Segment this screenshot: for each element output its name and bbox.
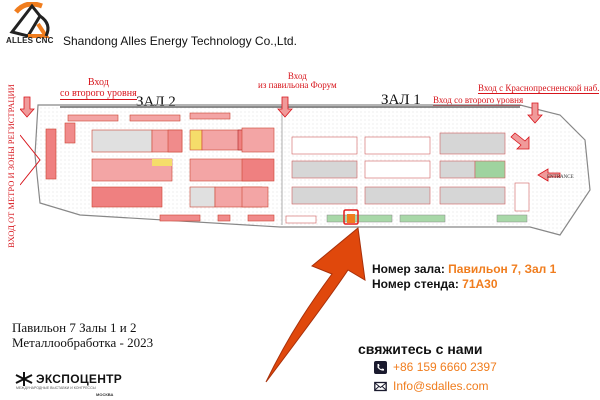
side-entrance-label: ВХОД ОТ МЕТРО И ЗОНЫ РЕГИСТРАЦИИ xyxy=(6,84,16,248)
email-address[interactable]: Info@sdalles.com xyxy=(393,379,489,393)
phone-icon xyxy=(374,360,387,374)
company-name: Shandong Alles Energy Technology Co.,Ltd… xyxy=(63,34,297,48)
alles-cnc-logo-icon xyxy=(9,2,50,38)
organizer-subtitle: МЕЖДУНАРОДНЫЕ ВЫСТАВКИ И КОНГРЕССЫ xyxy=(16,386,96,390)
contact-phone[interactable]: +86 159 6660 2397 xyxy=(374,360,497,374)
stand-info: Номер зала: Павильон 7, Зал 1 Номер стен… xyxy=(372,262,556,292)
contact-email[interactable]: Info@sdalles.com xyxy=(374,379,489,393)
event-title: Павильон 7 Залы 1 и 2 Металлообработка -… xyxy=(12,320,154,350)
highlighted-stand-71a30 xyxy=(347,214,355,223)
logo-text: ALLES CNC xyxy=(6,36,54,45)
hall-1-stands xyxy=(285,132,530,224)
hall-number-value: Павильон 7, Зал 1 xyxy=(448,262,557,276)
organizer-city: МОСКВА xyxy=(96,392,114,397)
hall-number-label: Номер зала: xyxy=(372,262,445,276)
highlighted-stand-frame xyxy=(343,209,359,225)
hall-2-stands xyxy=(45,112,275,222)
organizer-name: ЭКСПОЦЕНТР xyxy=(36,372,123,386)
phone-number[interactable]: +86 159 6660 2397 xyxy=(393,360,497,374)
entrance-arrows xyxy=(20,96,561,182)
stand-number-value: 71A30 xyxy=(462,277,498,291)
svg-text:ENTRANCE: ENTRANCE xyxy=(547,175,574,180)
pointer-arrow-icon xyxy=(265,227,366,383)
floor-plan-map: ENTRANCE xyxy=(20,96,591,236)
mail-icon xyxy=(374,381,387,391)
expocentre-logo-icon xyxy=(15,372,33,386)
stand-number-label: Номер стенда: xyxy=(372,277,459,291)
entrance-label-krasnopresnenskaya: Вход с Краснопресненской наб. xyxy=(478,83,600,95)
contact-heading: свяжитесь с нами xyxy=(358,341,483,357)
hall-1-label: ЗАЛ 1 xyxy=(381,92,421,108)
